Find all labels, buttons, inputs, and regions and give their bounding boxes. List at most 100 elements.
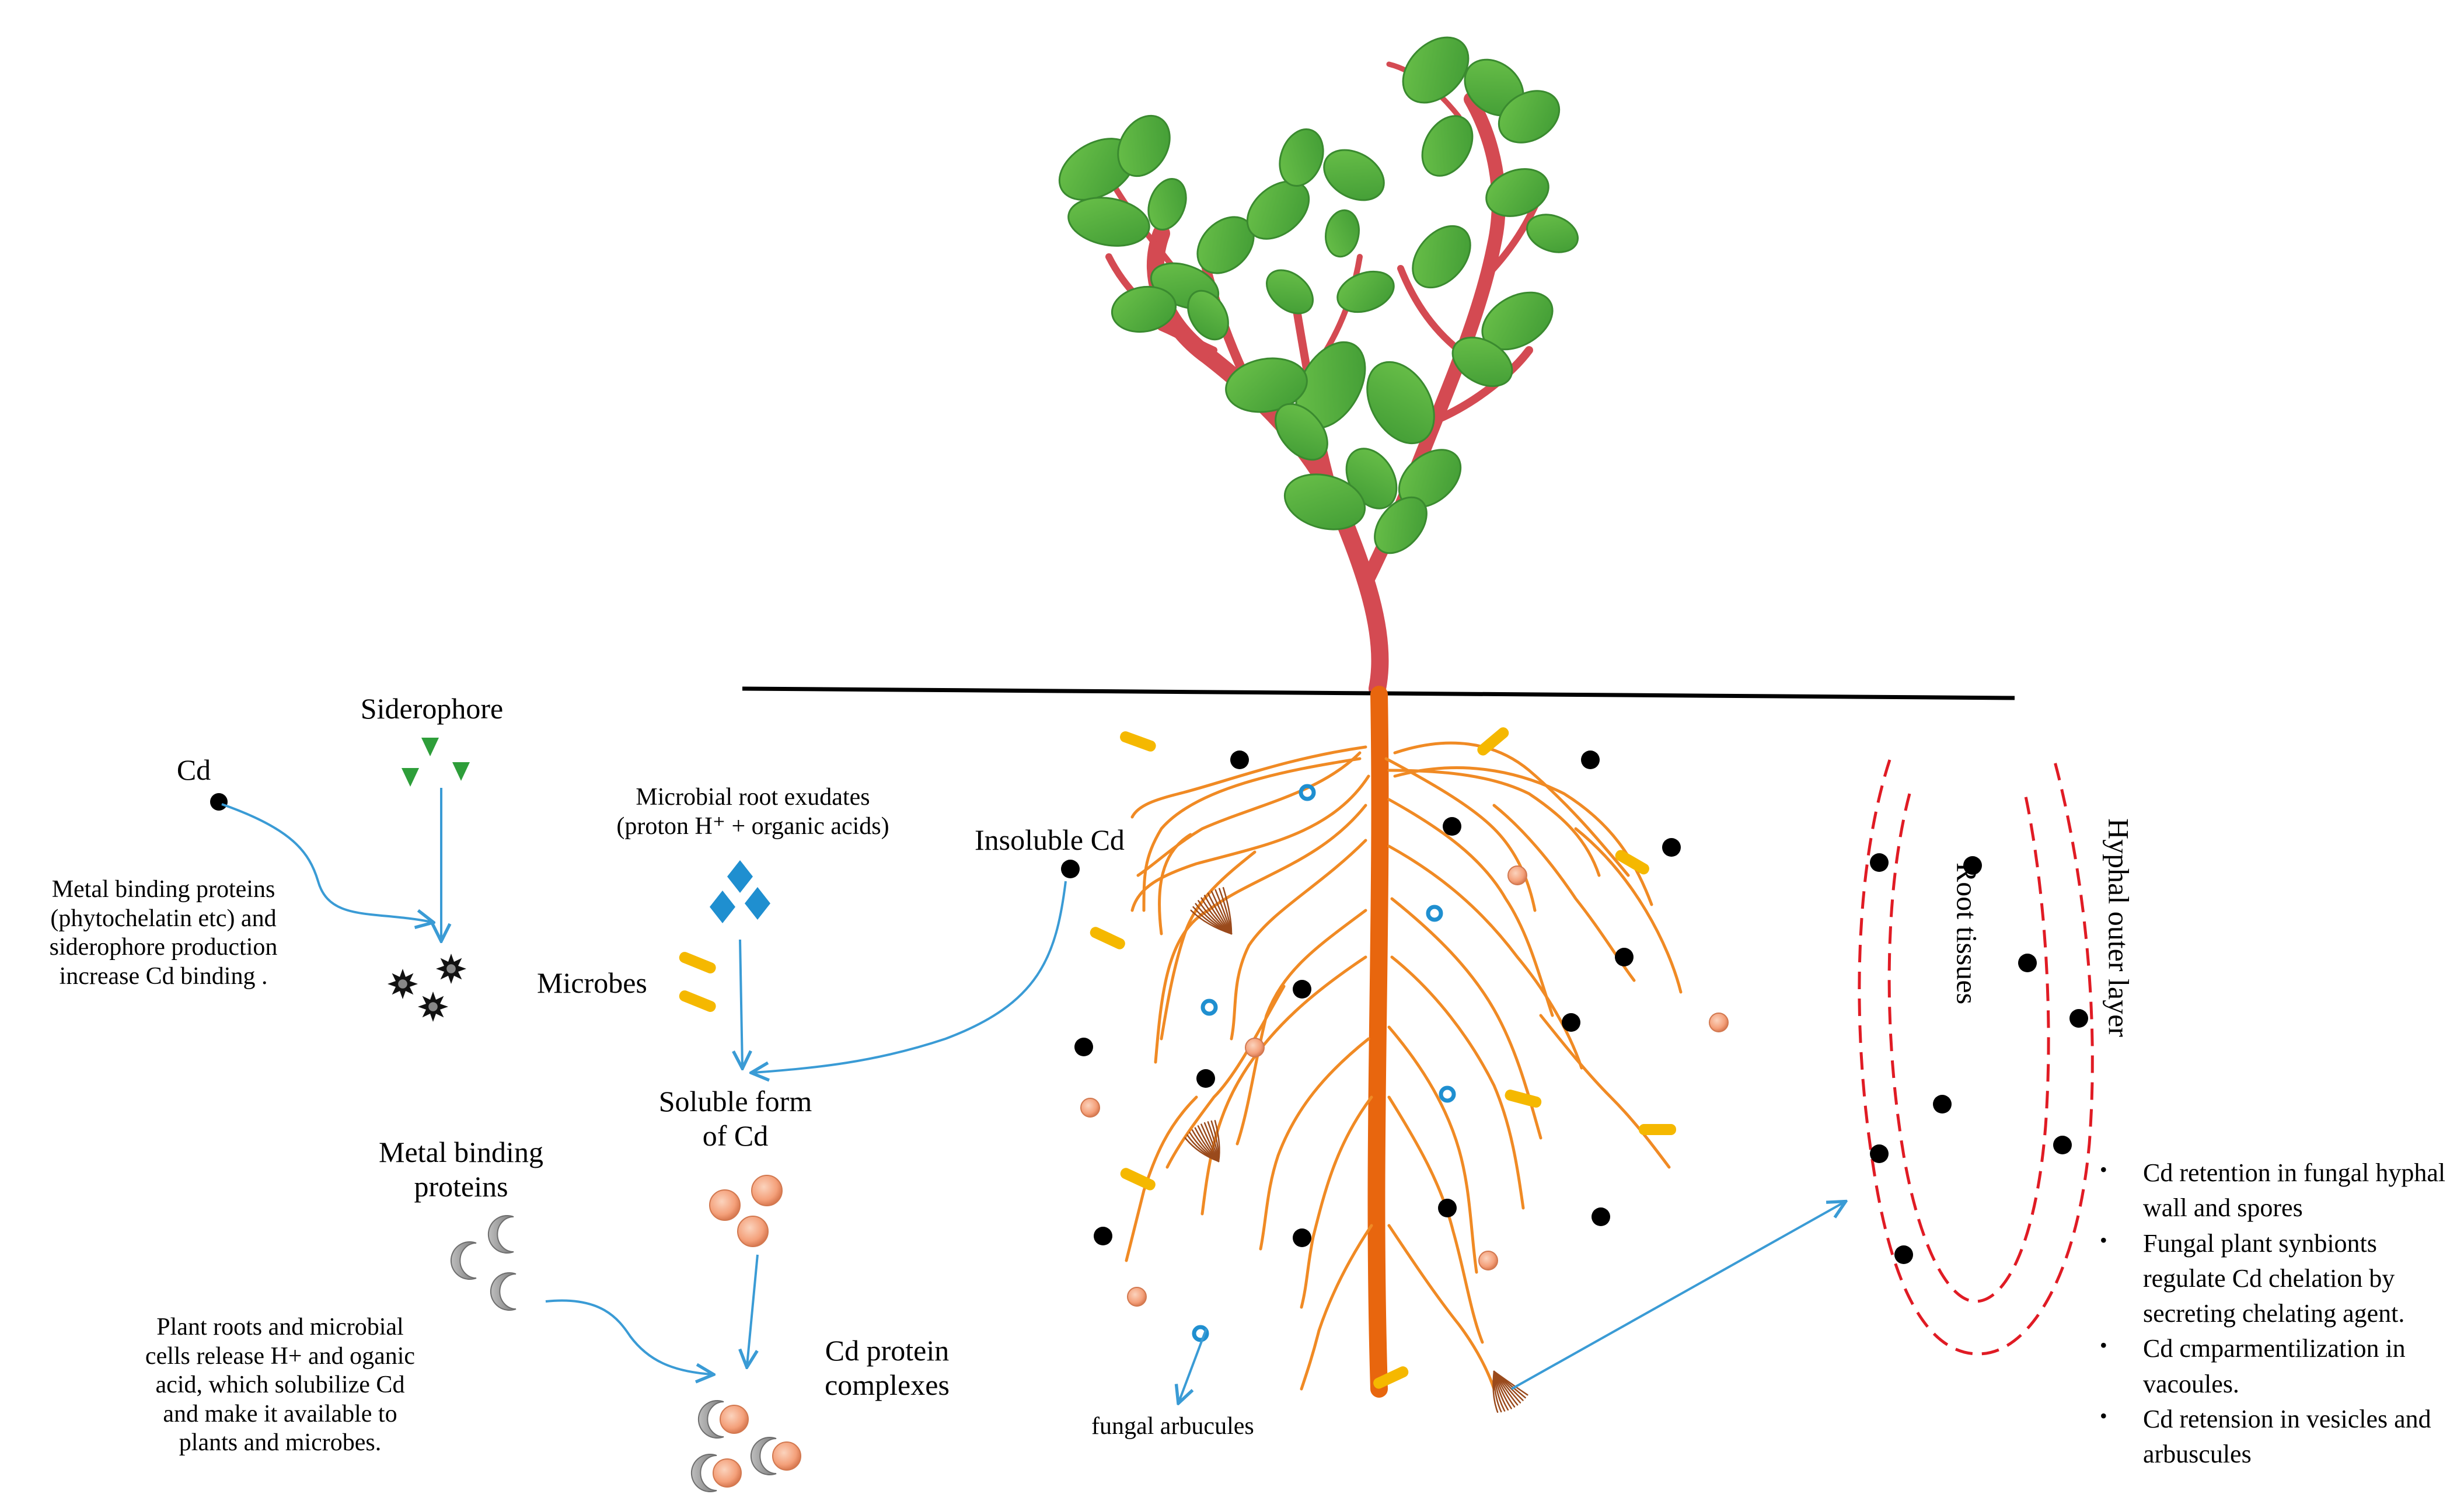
arrow-soluble-to-complex [747, 1254, 759, 1366]
star-complex-icon [436, 954, 466, 984]
microbe-ring-icon [1426, 905, 1443, 922]
cd-dot-icon [1933, 1095, 1952, 1113]
cd-dot-icon [1615, 948, 1634, 966]
microbe-ring-icon [1439, 1085, 1456, 1103]
cd-dot-icon [1581, 750, 1600, 769]
arbuscule-icon [1184, 1120, 1220, 1163]
exudates-line-2: (proton H⁺ + organic acids) [616, 812, 889, 840]
metal-binding-proteins-label: Metal binding proteins [344, 1135, 578, 1204]
hyphal-outer-layer-line [1858, 759, 2094, 1356]
arrow-insoluble-to-soluble [753, 881, 1067, 1073]
star-complex-icon [388, 954, 466, 1022]
metal-binding-note-line-4: increase Cd binding . [59, 962, 268, 990]
microbes-label: Microbes [537, 966, 647, 999]
bullet-item: Cd retention in fungal hyphal wall and s… [2089, 1156, 2463, 1226]
star-complex-icon [418, 992, 448, 1022]
cd-dot-icon [1662, 838, 1681, 857]
protein-icon [487, 1215, 514, 1254]
cd-dot-icon [2018, 954, 2037, 972]
plant-roots-line-4: and make it available to [163, 1400, 397, 1427]
arrow-cd-to-binding [221, 803, 432, 922]
cd-dot-icon [210, 793, 228, 811]
soluble-cd-icon [1507, 865, 1527, 885]
bullet-item: Fungal plant synbionts regulate Cd chela… [2089, 1226, 2463, 1332]
plant-shoot [1058, 36, 1579, 697]
cd-dot-icon [1562, 1013, 1580, 1032]
complex-line-2: complexes [825, 1369, 950, 1401]
cd-dot-icon [1870, 1144, 1889, 1163]
metal-binding-note: Metal binding proteins (phytochelatin et… [0, 875, 327, 991]
mbp-line-1: Metal binding [379, 1136, 543, 1168]
fungal-arbucules-label: fungal arbucules [1091, 1413, 1254, 1440]
plant-roots-note: Plant roots and microbial cells release … [99, 1313, 461, 1458]
exudate-diamond-icon [710, 860, 770, 923]
cd-dot-icon [1230, 750, 1249, 769]
arbuscules [1184, 886, 1528, 1413]
soluble-cd-line-1: Soluble form [658, 1085, 812, 1118]
mechanism-bullet-list: Cd retention in fungal hyphal wall and s… [2089, 1156, 2463, 1472]
arbuscule-icon [1190, 886, 1233, 935]
microbe-icon [1615, 850, 1649, 875]
microbe-icon [1120, 731, 1156, 752]
arrow-roots-to-hyphal-detail [1511, 1202, 1844, 1390]
soluble-cd-icon [709, 1175, 783, 1247]
cd-protein-complex-icon [690, 1454, 742, 1492]
soluble-cd-label: Soluble form of Cd [630, 1084, 840, 1153]
plant-roots-line-2: cells release H+ and oganic [145, 1342, 416, 1370]
root-tissue-inner-line [1887, 793, 2050, 1303]
plant-roots-line-5: plants and microbes. [179, 1429, 382, 1457]
microbe-icon [1373, 1366, 1409, 1389]
cd-dot-icon [2069, 1009, 2088, 1028]
root-system [1125, 686, 1683, 1398]
microbe-icon [1120, 1168, 1156, 1191]
arrow-arbuscule-to-label [1179, 1328, 1207, 1402]
cd-dot-icon [1293, 1228, 1311, 1247]
cd-protein-complexes-label: Cd protein complexes [782, 1334, 992, 1402]
microbe-ring-icon [1192, 1325, 1209, 1342]
cd-protein-complex-icon [690, 1400, 801, 1492]
exudates-label: Microbial root exudates (proton H⁺ + org… [584, 783, 922, 841]
protein-icon [450, 1241, 477, 1280]
root-zone-particles [1074, 727, 1729, 1389]
cd-dot-icon [1438, 1199, 1457, 1217]
cd-dot-icon [1094, 1227, 1112, 1245]
microbe-ring-icon [1299, 784, 1316, 801]
soluble-cd-icon [1245, 1038, 1265, 1057]
microbe-icon [1090, 927, 1125, 950]
microbe-icon [1505, 1090, 1542, 1108]
microbe-icon [1639, 1124, 1676, 1135]
soluble-cd-icon [1709, 1013, 1729, 1032]
microbe-ring-icon [1200, 999, 1218, 1016]
complex-line-1: Cd protein [825, 1334, 950, 1367]
protein-icon [490, 1272, 516, 1311]
cd-dot-icon [1963, 856, 1982, 875]
cd-dot-icon [1870, 853, 1889, 872]
protein-icon [450, 1215, 516, 1311]
arrows [221, 788, 1844, 1402]
microbe-icon [679, 952, 716, 1012]
arrow-exudates-to-soluble [740, 939, 742, 1067]
bullet-item: Cd retension in vesicles and arbuscules [2089, 1402, 2463, 1472]
soluble-cd-icon [1478, 1251, 1498, 1270]
cd-dot-icon [1293, 980, 1311, 999]
star-complex-icon [388, 969, 418, 999]
arrow-proteins-to-complex [545, 1299, 712, 1374]
cd-dot-icon [1592, 1207, 1610, 1226]
cd-dot-icon [1196, 1069, 1215, 1088]
arbuscule-icon [1492, 1370, 1528, 1413]
exudates-line-1: Microbial root exudates [636, 784, 870, 811]
bullet-item: Cd cmparmentilization in vacoules. [2089, 1331, 2463, 1402]
siderophore-label: Siderophore [360, 692, 504, 725]
plant-roots-line-1: Plant roots and microbial [156, 1314, 404, 1341]
cd-protein-complex-icon [750, 1437, 801, 1475]
metal-binding-note-line-3: siderophore production [49, 934, 278, 961]
hyphal-outer-layer-label: Hyphal outer layer [2102, 818, 2135, 1037]
soluble-cd-line-2: of Cd [702, 1119, 769, 1152]
cd-dot-icon [1443, 817, 1461, 836]
metal-binding-note-line-2: (phytochelatin etc) and [50, 905, 277, 932]
left-process-icons [210, 738, 1080, 1492]
soluble-cd-icon [1127, 1287, 1147, 1307]
plant-leaves [1058, 36, 1579, 554]
cd-dot-icon [2053, 1136, 2072, 1154]
